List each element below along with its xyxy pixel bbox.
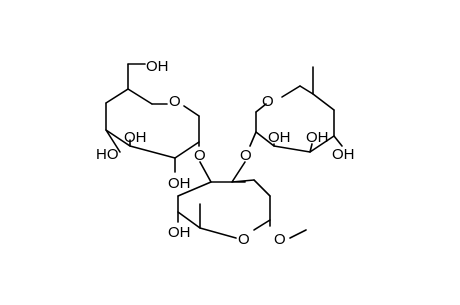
bond [273,145,311,153]
bond [289,229,307,239]
ring-central [177,161,307,239]
label-ring3-oh3: OH [332,146,355,163]
label-ring1-oh-lower: OH [168,175,191,192]
bond [105,129,131,147]
bond [309,143,313,153]
bond [105,88,129,104]
bond [255,131,275,147]
bond [199,161,212,183]
bond [177,211,201,229]
bond [309,135,335,153]
label-ring1-o: O [169,93,181,110]
label-methoxy-o: O [274,231,286,248]
bond [129,145,176,159]
bond [249,131,257,147]
label-ring3-oh1: OH [268,129,291,146]
label-ring3-oh2: OH [306,129,329,146]
bond [299,85,314,95]
bond [255,103,267,113]
bond [253,179,271,197]
bond [281,85,301,98]
bond [183,105,200,117]
label-ring2-oh: OH [168,224,191,241]
bond [199,227,237,239]
bond [127,88,153,105]
bond [253,219,271,231]
bond [105,129,121,153]
label-ring2-o: O [238,231,250,248]
label-ring1-oh-inner: OH [124,129,147,146]
bond [333,135,343,147]
bond [174,141,200,159]
ring-deoxy-sugar [249,66,343,153]
bond [177,181,212,197]
ring-glucose [105,63,200,173]
label-link-o-left: O [194,147,206,164]
bond [231,161,246,183]
label-link-o-right: O [240,147,252,164]
label-ring1-ho-outer: HO [96,146,119,163]
bond [312,93,335,111]
label-ch2oh: OH [146,58,169,75]
bond [231,179,255,183]
label-ring3-o: O [262,93,274,110]
